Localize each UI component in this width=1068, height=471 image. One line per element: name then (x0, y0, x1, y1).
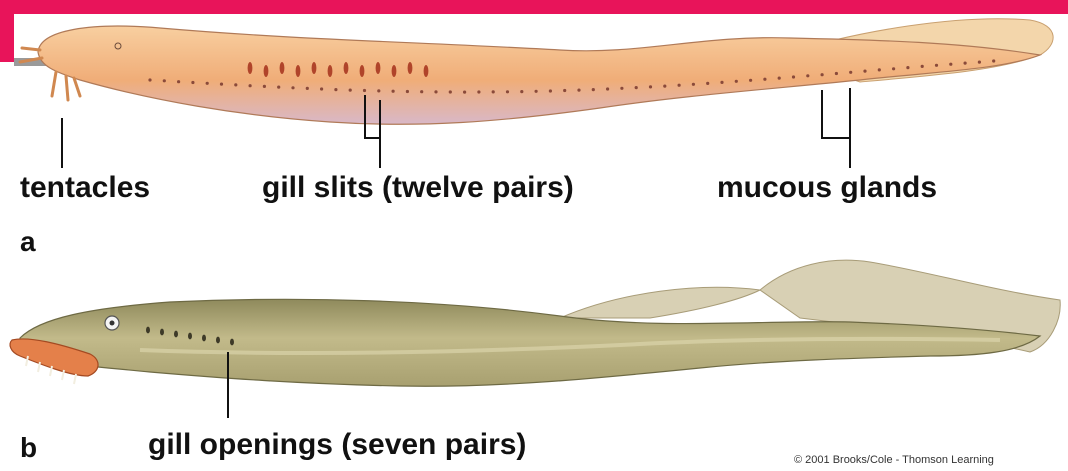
mucous-gland-dot (921, 65, 924, 68)
gill-slit (264, 65, 269, 77)
label-gill-slits: gill slits (twelve pairs) (262, 171, 574, 205)
mucous-gland-dot (749, 79, 752, 82)
mucous-gland-dot (792, 75, 795, 78)
gill-slit (392, 65, 397, 77)
mucous-gland-dot (735, 80, 738, 83)
mucous-gland-dot (249, 84, 252, 87)
mucous-gland-dot (763, 78, 766, 81)
mucous-gland-dot (863, 70, 866, 73)
mucous-gland-dot (163, 79, 166, 82)
gill-opening (202, 335, 206, 342)
mucous-gland-dot (978, 61, 981, 64)
gill-slit (344, 62, 349, 74)
gill-slit (312, 62, 317, 74)
mucous-gland-dot (206, 82, 209, 85)
gill-opening (146, 327, 150, 334)
hagfish-drawing (20, 19, 1053, 168)
gill-slit (376, 62, 381, 74)
mucous-gland-dot (992, 59, 995, 62)
label-mucous-glands: mucous glands (717, 171, 937, 205)
mucous-gland-dot (463, 91, 466, 94)
mucous-gland-dot (363, 89, 366, 92)
mucous-gland-dot (349, 89, 352, 92)
mucous-gland-dot (620, 87, 623, 90)
mucous-gland-dot (177, 80, 180, 83)
mucous-gland-dot (663, 85, 666, 88)
mucous-gland-dot (821, 73, 824, 76)
mucous-gland-dot (692, 83, 695, 86)
mucous-gland-dot (678, 84, 681, 87)
panel-letter-b: b (20, 432, 37, 464)
mucous-gland-dot (935, 64, 938, 67)
gill-opening (188, 333, 192, 340)
mucous-gland-dot (434, 90, 437, 93)
mucous-gland-dot (720, 81, 723, 84)
mucous-gland-dot (778, 77, 781, 80)
mucous-gland-dot (377, 89, 380, 92)
mucous-gland-dot (577, 89, 580, 92)
mucous-gland-dot (392, 90, 395, 93)
gill-opening (160, 329, 164, 336)
mucous-gland-dot (649, 85, 652, 88)
mucous-gland-dot (277, 86, 280, 89)
mucous-gland-dot (878, 68, 881, 71)
gill-slit (280, 62, 285, 74)
mucous-gland-dot (506, 90, 509, 93)
gill-slit (408, 62, 413, 74)
mucous-gland-dot (449, 90, 452, 93)
mucous-gland-dot (492, 90, 495, 93)
mucous-gland-dot (949, 63, 952, 66)
mucous-gland-dot (892, 67, 895, 70)
mucous-gland-dot (477, 90, 480, 93)
mucous-gland-dot (191, 81, 194, 84)
mucous-gland-dot (964, 62, 967, 65)
mucous-gland-dot (549, 89, 552, 92)
mucous-gland-dot (234, 83, 237, 86)
gill-opening (230, 339, 234, 346)
mucous-gland-dot (220, 83, 223, 86)
panel-letter-a: a (20, 226, 36, 258)
gill-slit (248, 62, 253, 74)
mucous-gland-dot (291, 86, 294, 89)
mucous-gland-dot (263, 85, 266, 88)
mucous-gland-dot (835, 72, 838, 75)
mucous-gland-dot (635, 86, 638, 89)
mucous-gland-dot (592, 88, 595, 91)
mucous-gland-dot (406, 90, 409, 93)
lamprey-drawing (10, 260, 1060, 418)
mucous-gland-dot (706, 82, 709, 85)
mucous-gland-dot (520, 90, 523, 93)
mucous-gland-dot (563, 89, 566, 92)
gill-opening (174, 331, 178, 338)
gill-opening (216, 337, 220, 344)
gill-slit (296, 65, 301, 77)
mucous-gland-dot (148, 78, 151, 81)
label-gill-openings: gill openings (seven pairs) (148, 428, 526, 462)
gill-slit (360, 65, 365, 77)
hagfish-body (38, 26, 1040, 124)
mucous-gland-dot (849, 71, 852, 74)
copyright-credit: © 2001 Brooks/Cole - Thomson Learning (794, 454, 994, 466)
mucous-gland-dot (334, 88, 337, 91)
mucous-gland-dot (906, 66, 909, 69)
lamprey-dorsal-fin-1 (560, 287, 760, 318)
mucous-gland-dot (420, 90, 423, 93)
gill-slit (328, 65, 333, 77)
mucous-gland-dot (306, 87, 309, 90)
mucous-gland-dot (806, 74, 809, 77)
gill-slit (424, 65, 429, 77)
mucous-gland-dot (320, 87, 323, 90)
label-tentacles: tentacles (20, 171, 150, 205)
lamprey-pupil (110, 321, 115, 326)
mucous-gland-dot (535, 90, 538, 93)
mucous-gland-dot (606, 87, 609, 90)
